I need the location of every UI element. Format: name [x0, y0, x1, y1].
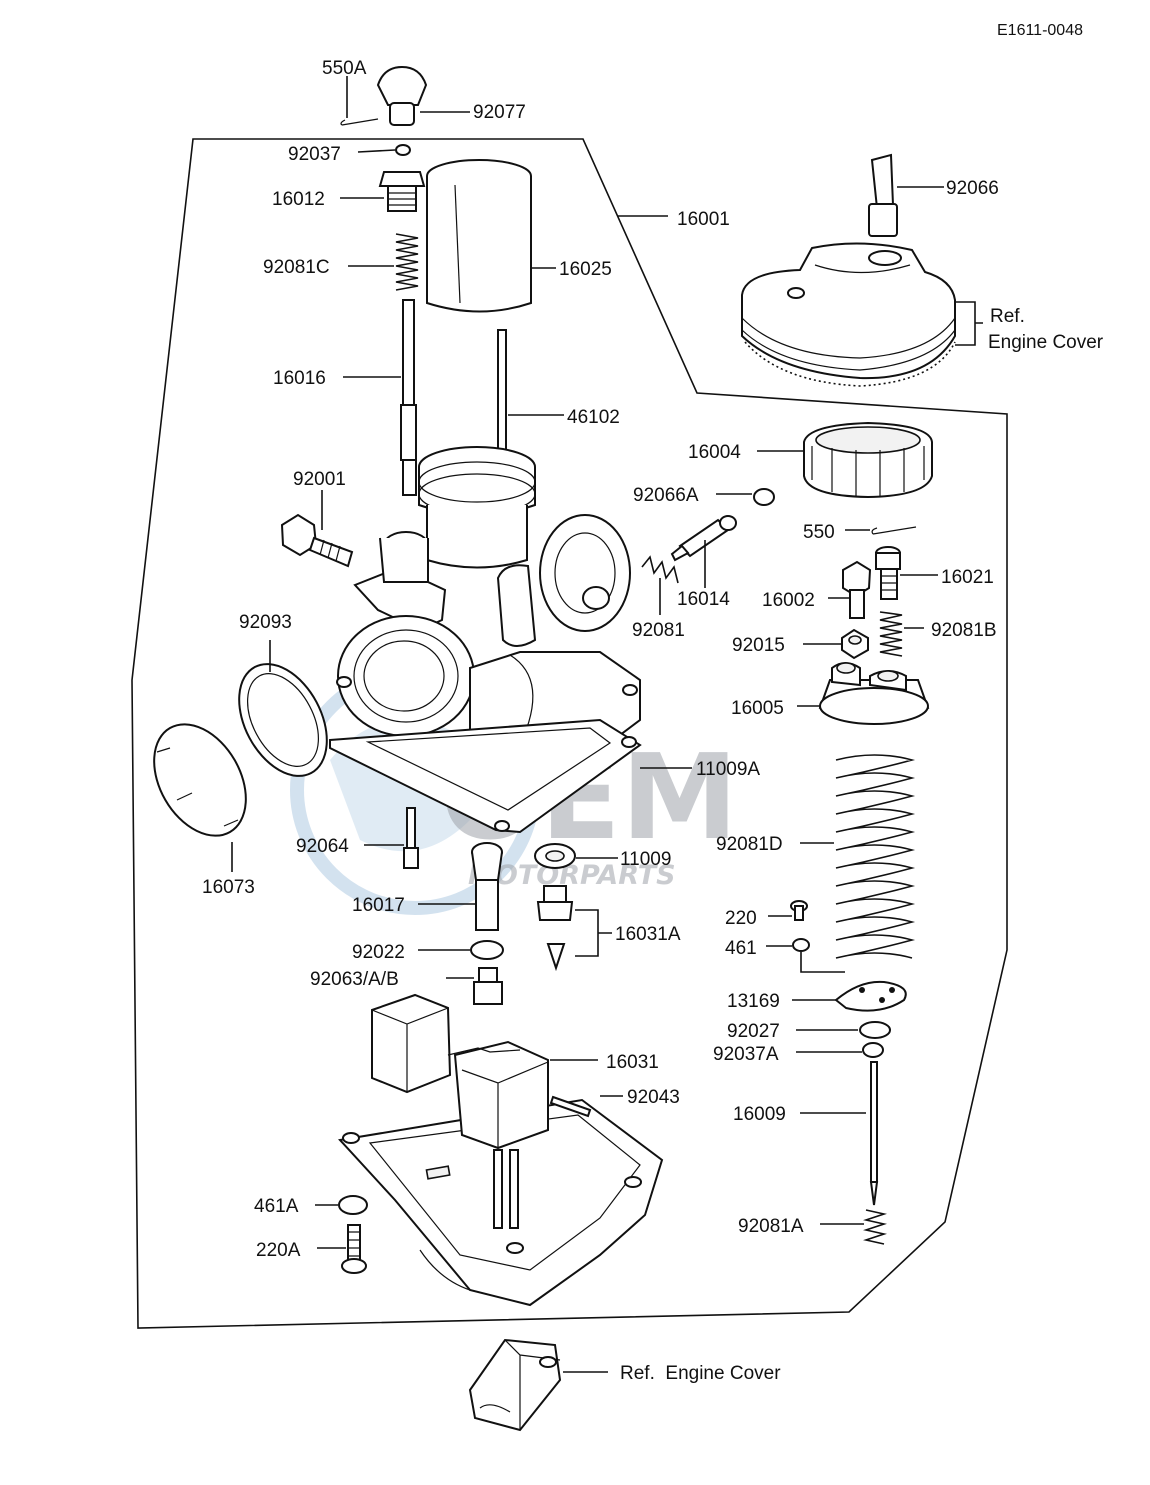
label-461a: 461A	[254, 1196, 299, 1217]
diagram-code: E1611-0048	[997, 22, 1083, 39]
engine-cover-top	[741, 242, 983, 387]
needle-16009	[800, 1061, 879, 1206]
label-92081d: 92081D	[716, 834, 783, 855]
label-92001: 92001	[293, 469, 346, 490]
label-16012: 16012	[272, 189, 325, 210]
label-550: 550	[803, 522, 835, 543]
screw-16021	[875, 546, 938, 600]
label-92027: 92027	[727, 1021, 780, 1042]
spring-92081d	[800, 754, 916, 959]
label-92043: 92043	[627, 1087, 680, 1108]
label-92037: 92037	[288, 144, 341, 165]
label-92037a: 92037A	[713, 1044, 779, 1065]
label-92081a: 92081A	[738, 1216, 804, 1237]
ref-engine-cover-label-2: Ref. Engine Cover	[620, 1363, 781, 1384]
label-16009: 16009	[733, 1104, 786, 1125]
label-13169: 13169	[727, 991, 780, 1012]
bolt-92001	[280, 490, 354, 568]
label-16014: 16014	[677, 589, 730, 610]
label-92063: 92063/A/B	[310, 969, 399, 990]
washer-11009	[534, 843, 618, 869]
label-16017: 16017	[352, 895, 405, 916]
assembly-boundary	[131, 138, 1008, 1329]
float-16031	[371, 993, 598, 1150]
carburetor-body	[336, 446, 641, 757]
label-16005: 16005	[731, 698, 784, 719]
label-16073: 16073	[202, 877, 255, 898]
engine-cover-bottom	[468, 1338, 608, 1432]
label-220a: 220A	[256, 1240, 301, 1261]
washer-92027	[859, 1021, 891, 1039]
rod-16016	[343, 299, 417, 496]
pin-92043	[549, 1095, 592, 1118]
spring-92081b	[879, 611, 924, 657]
plate-13169	[792, 980, 907, 1012]
label-461: 461	[725, 938, 757, 959]
label-16031: 16031	[606, 1052, 659, 1073]
label-16021: 16021	[941, 567, 994, 588]
cap-92077	[376, 65, 470, 126]
label-11009a: 11009A	[696, 759, 760, 780]
needle-jet-16017	[418, 842, 503, 931]
main-jet-92063	[446, 967, 503, 1005]
label-92081b: 92081B	[931, 620, 997, 641]
label-92066: 92066	[946, 178, 999, 199]
part-16002	[828, 560, 872, 619]
label-92015: 92015	[732, 635, 785, 656]
label-11009: 11009	[620, 849, 671, 870]
washer-92022	[470, 940, 504, 960]
label-92081c: 92081C	[263, 257, 330, 278]
ref-label-1: Ref.	[990, 306, 1025, 327]
ring-16073	[153, 723, 247, 872]
label-92066a: 92066A	[633, 485, 699, 506]
clip-92037	[395, 144, 411, 156]
float-bowl	[338, 1098, 664, 1307]
jet-92064	[364, 807, 419, 869]
screw-220	[768, 900, 808, 921]
label-16025: 16025	[559, 259, 612, 280]
plug-92066a	[753, 488, 775, 506]
screw-220a	[317, 1224, 367, 1274]
label-16031a: 16031A	[615, 924, 681, 945]
washer-461	[766, 938, 845, 973]
nut-92015	[803, 628, 869, 660]
label-16001: 16001	[677, 209, 730, 230]
screw-92066	[868, 153, 944, 237]
label-92081: 92081	[632, 620, 685, 641]
label-16016: 16016	[273, 368, 326, 389]
label-92064: 92064	[296, 836, 349, 857]
ring-nut-16004	[757, 421, 933, 499]
cotter-pin-550a	[340, 76, 379, 126]
label-16002: 16002	[762, 590, 815, 611]
spring-92081c	[348, 233, 419, 291]
spring-92081a	[820, 1209, 887, 1245]
pin-550	[871, 526, 917, 535]
throttle-valve-16025	[426, 159, 556, 313]
label-16004: 16004	[688, 442, 741, 463]
spring-92081	[641, 555, 679, 615]
label-46102: 46102	[567, 407, 620, 428]
washer-461a	[338, 1195, 368, 1215]
label-92077: 92077	[473, 102, 526, 123]
clip-92037a	[862, 1042, 884, 1058]
ring-92093	[238, 640, 328, 777]
float-valve-16031a	[536, 885, 612, 972]
label-550a: 550A	[322, 58, 367, 79]
label-92093: 92093	[239, 612, 292, 633]
engine-cover-label-1: Engine Cover	[988, 332, 1104, 353]
label-220: 220	[725, 908, 757, 929]
cap-nut-16012	[340, 171, 426, 212]
watermark-sub: MOTORPARTS	[468, 860, 676, 891]
gasket-11009a	[329, 718, 692, 834]
label-92022: 92022	[352, 942, 405, 963]
cover-16005	[797, 662, 930, 725]
pilot-screw-16014	[670, 515, 737, 588]
